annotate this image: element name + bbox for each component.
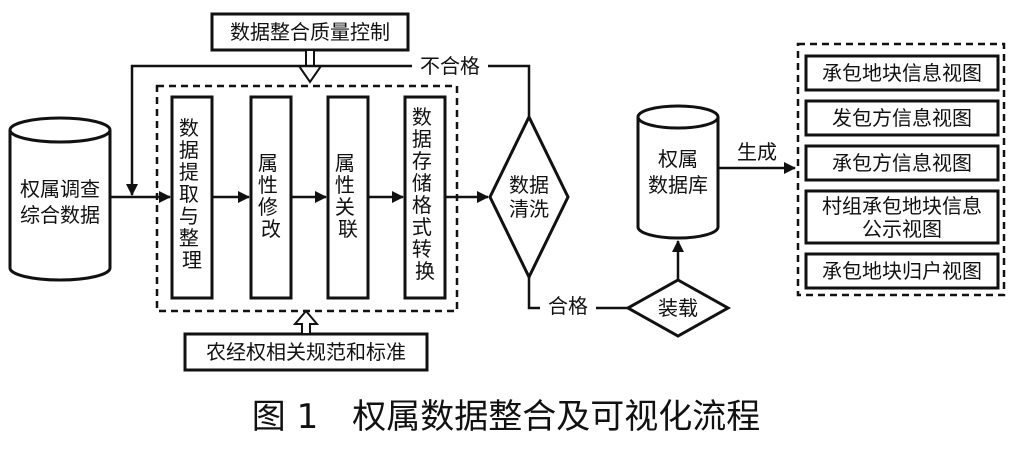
step-box-4: 数 据 存 储 格 式 转 换 — [403, 95, 447, 300]
step-box-1: 数 据 提 取 与 整 理 — [170, 95, 214, 300]
step-3-label: 属 性 关 联 — [335, 151, 361, 241]
view-4-label-line2: 公示视图 — [862, 217, 942, 241]
source-data-cylinder: 权属调查 综合数据 — [8, 116, 112, 282]
step-box-3: 属 性 关 联 — [326, 95, 370, 300]
fail-label-bg — [412, 54, 488, 78]
step-2-label: 属 性 修 改 — [258, 151, 284, 241]
generate-label: 生成 — [737, 140, 777, 164]
fail-feedback-line — [126, 64, 531, 196]
view-3-label: 承包方信息视图 — [832, 151, 972, 175]
view-2-label: 发包方信息视图 — [832, 106, 972, 130]
view-box-2: 发包方信息视图 — [804, 99, 1000, 137]
views-group-frame — [796, 42, 1006, 297]
view-box-5: 承包地块归户视图 — [804, 252, 1000, 290]
pass-label-bg — [540, 294, 596, 318]
cleaning-diamond: 数据 清洗 — [488, 113, 570, 281]
figure-caption: 图 1 权属数据整合及可视化流程 — [252, 397, 760, 437]
quality-control-label: 数据整合质量控制 — [230, 20, 390, 44]
cleaning-line1: 数据 — [509, 173, 549, 197]
source-line2: 综合数据 — [20, 203, 100, 227]
database-line2: 数据库 — [648, 173, 708, 197]
database-cylinder: 权属 数据库 — [636, 104, 720, 240]
step-1-label: 数 据 提 取 与 整 理 — [179, 116, 205, 272]
database-line1: 权属 — [658, 147, 698, 171]
fail-label: 不合格 — [420, 54, 480, 78]
view-1-label: 承包地块信息视图 — [822, 61, 982, 85]
loading-diamond: 装载 — [624, 278, 732, 338]
pass-label: 合格 — [548, 294, 588, 318]
quality-control-box: 数据整合质量控制 — [210, 12, 410, 52]
view-5-label: 承包地块归户视图 — [822, 259, 982, 283]
standards-box: 农经权相关规范和标准 — [183, 332, 429, 372]
loading-label: 装载 — [658, 296, 698, 320]
step-4-label: 数 据 存 储 格 式 转 换 — [412, 105, 438, 283]
view-box-1: 承包地块信息视图 — [804, 54, 1000, 92]
view-box-3: 承包方信息视图 — [804, 144, 1000, 182]
view-box-4: 村组承包地块信息 公示视图 — [804, 189, 1000, 245]
standards-hollow-arrow — [292, 309, 320, 335]
view-4-label-line1: 村组承包地块信息 — [822, 194, 982, 218]
standards-label: 农经权相关规范和标准 — [206, 340, 406, 364]
source-line1: 权属调查 — [20, 177, 100, 201]
cleaning-line2: 清洗 — [509, 197, 549, 221]
step-box-2: 属 性 修 改 — [249, 95, 293, 300]
